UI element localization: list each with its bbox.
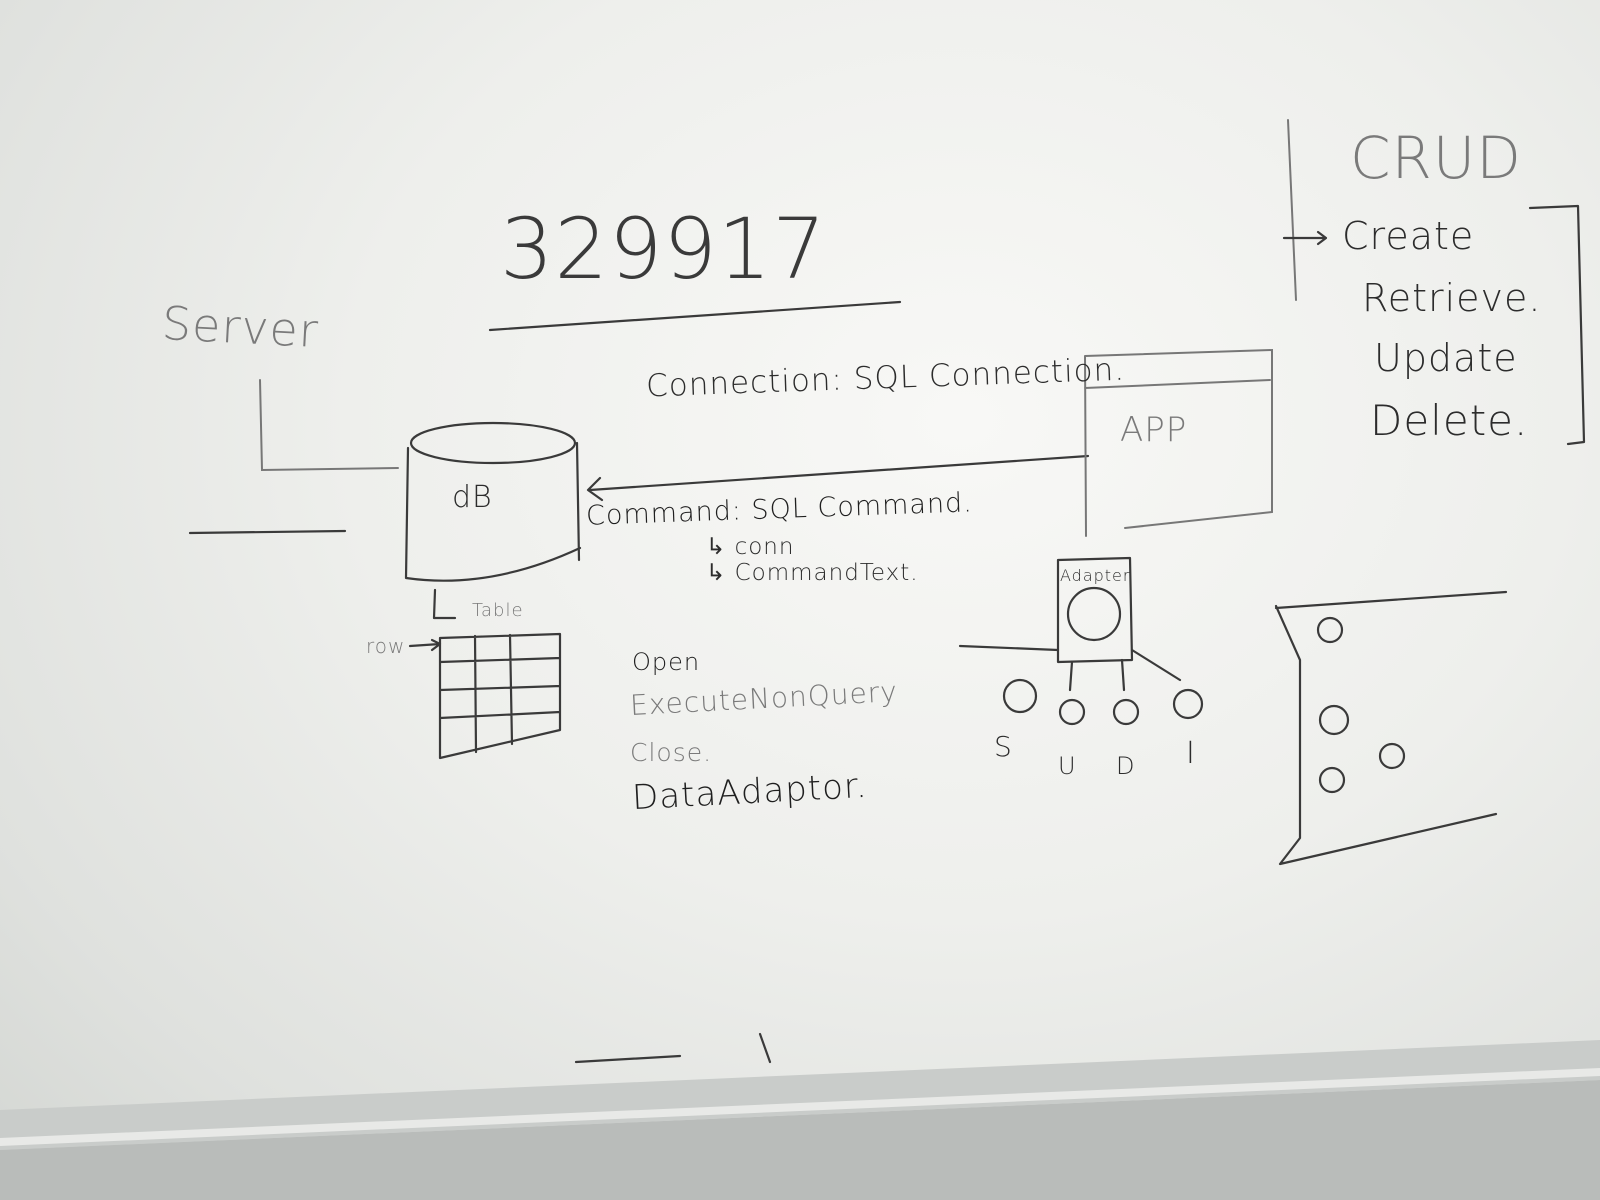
- row-arrow: [408, 638, 442, 652]
- crud-divider: [1287, 119, 1297, 301]
- crud-item-delete: Delete.: [1370, 396, 1529, 445]
- command-sub-conn: ↳ conn: [706, 534, 795, 560]
- db-label: dB: [452, 480, 493, 515]
- crud-item-create: Create: [1342, 214, 1475, 258]
- create-arrow: [1282, 230, 1328, 246]
- server-connector: [259, 379, 399, 472]
- crud-bracket: [1528, 204, 1586, 446]
- row-label: row: [366, 634, 406, 658]
- table-connector: [432, 588, 457, 620]
- adaptor-box: [1056, 556, 1134, 664]
- crud-item-retrieve: Retrieve.: [1362, 276, 1542, 320]
- whiteboard-tray: [0, 1040, 1600, 1200]
- crud-item-update: Update: [1374, 336, 1518, 380]
- app-label: APP: [1120, 410, 1188, 450]
- adaptor-leg-u: U: [1058, 752, 1077, 780]
- db-cylinder-body: [404, 441, 582, 582]
- title-underline: [488, 300, 902, 332]
- adaptor-leg-i: I: [1186, 736, 1196, 771]
- app-to-db-arrow: [586, 454, 1090, 502]
- method-close: Close.: [630, 738, 713, 767]
- crud-title: CRUD: [1350, 124, 1522, 192]
- db-cylinder-top: [409, 421, 577, 465]
- adaptor-legs: [958, 644, 1182, 692]
- adaptor-leg-d: D: [1116, 752, 1136, 780]
- number-title: 329917: [500, 200, 827, 298]
- app-box: [1084, 348, 1273, 537]
- method-open: Open: [632, 648, 701, 676]
- table-grid: [438, 632, 562, 760]
- server-label: Server: [160, 295, 321, 359]
- table-label: Table: [472, 600, 524, 621]
- command-sub-commandtext: ↳ CommandText.: [706, 560, 919, 586]
- adaptor-box-label: Adapter: [1060, 566, 1131, 585]
- server-base-line: [188, 529, 347, 535]
- adaptor-gear: [1066, 586, 1122, 642]
- notes-box: [1274, 590, 1508, 866]
- adaptor-leg-s: S: [994, 730, 1013, 763]
